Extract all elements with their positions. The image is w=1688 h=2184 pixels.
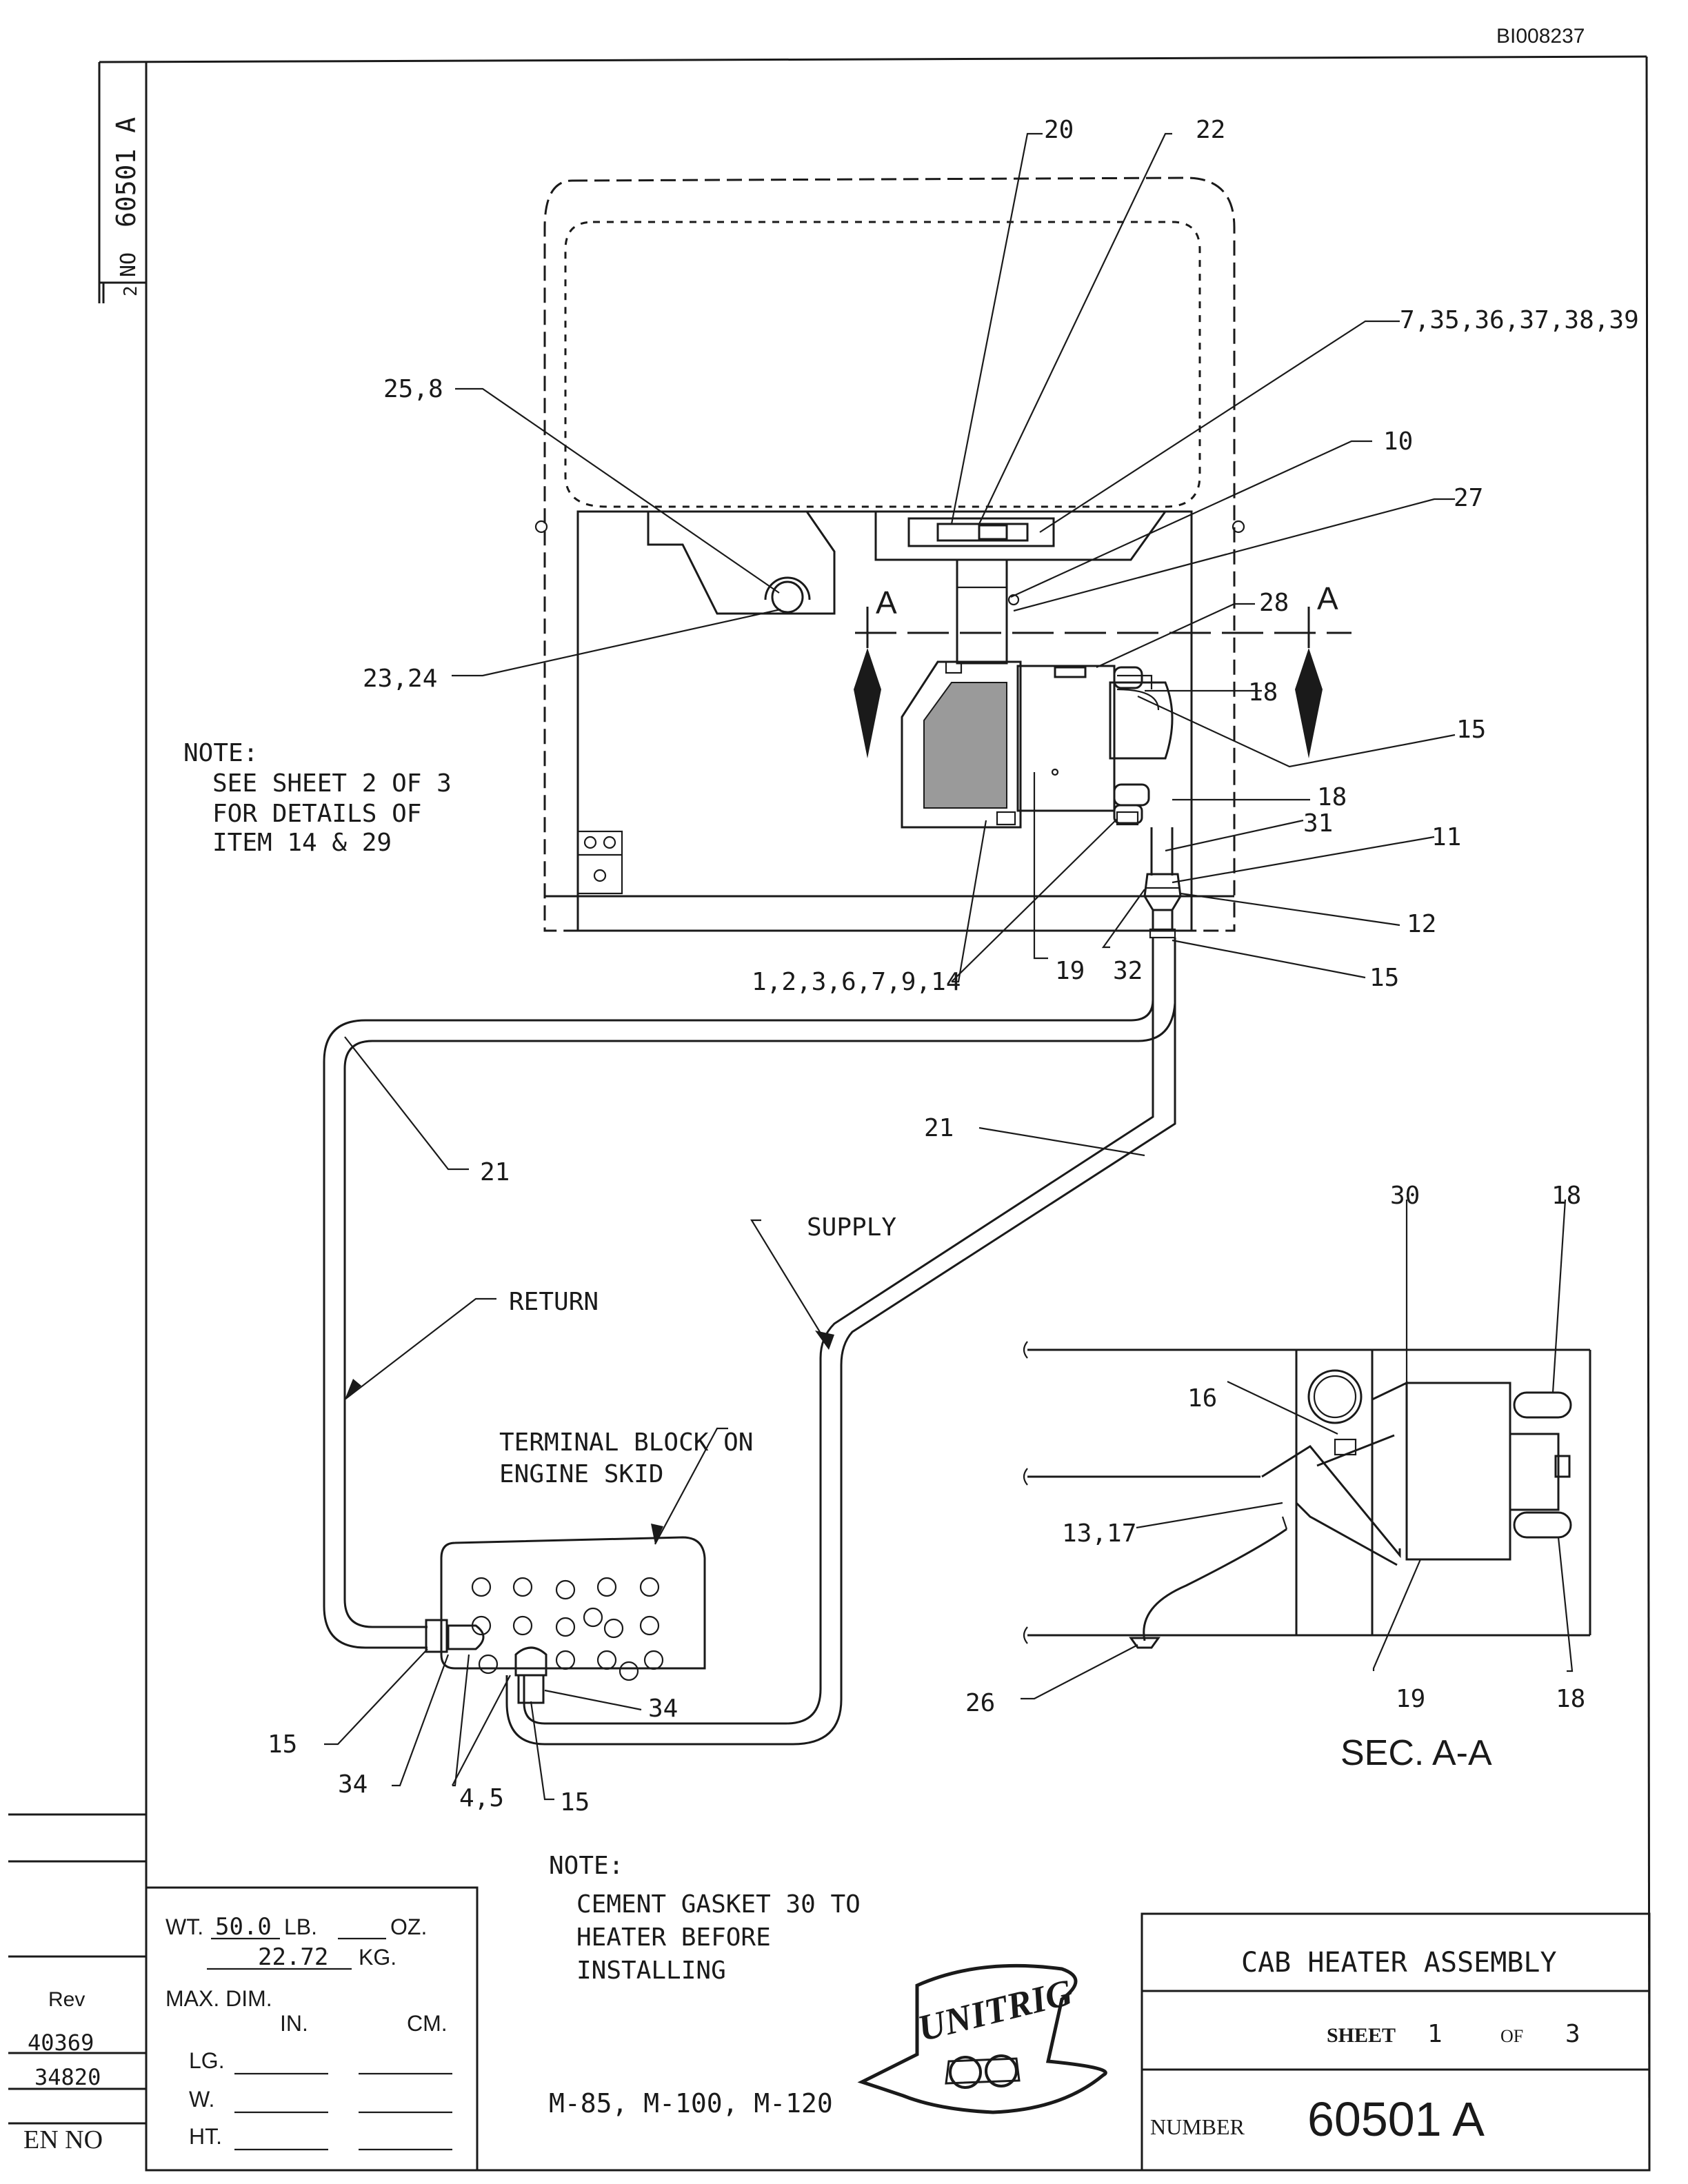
callout-15a: 15 xyxy=(1456,716,1486,744)
of-label: OF xyxy=(1500,2026,1523,2046)
section-a-a-view xyxy=(1023,1341,1591,1649)
en-no-label: EN NO xyxy=(23,2125,103,2154)
section-mark-left: A xyxy=(876,585,897,620)
callout-18a: 18 xyxy=(1248,678,1278,707)
callout-34b: 34 xyxy=(648,1695,678,1723)
note-gasket: NOTE: CEMENT GASKET 30 TO HEATER BEFORE … xyxy=(549,1852,861,1985)
supply-label: SUPPLY xyxy=(807,1213,896,1242)
document-id: BI008237 xyxy=(1496,25,1585,48)
ht-label: HT. xyxy=(189,2124,222,2149)
callout-23-24: 23,24 xyxy=(363,665,437,693)
hoses xyxy=(323,938,1176,1746)
note1-line3: ITEM 14 & 29 xyxy=(212,829,392,857)
kg-label: KG. xyxy=(359,1945,396,1970)
revision-block: Rev 40369 34820 EN NO xyxy=(8,1813,146,2154)
callout-26: 26 xyxy=(965,1689,995,1717)
callout-20: 20 xyxy=(1044,116,1074,144)
note1-line1: SEE SHEET 2 OF 3 xyxy=(212,769,452,798)
hose-labels: SUPPLY RETURN TERMINAL BLOCK ON ENGINE S… xyxy=(499,1213,896,1488)
note1-line2: FOR DETAILS OF xyxy=(212,800,421,828)
in-label: IN. xyxy=(280,2011,308,2036)
side-tab-sheet-digit: 2 xyxy=(121,285,141,296)
callout-7-35-39: 7,35,36,37,38,39 xyxy=(1400,306,1639,334)
cm-label: CM. xyxy=(407,2011,448,2036)
callout-16: 16 xyxy=(1187,1384,1217,1413)
rev-label: Rev xyxy=(48,1988,85,2011)
label-arrows xyxy=(345,1331,834,1544)
lg-label: LG. xyxy=(189,2048,225,2073)
wt-lb: 50.0 xyxy=(215,1913,272,1941)
note2-line1: CEMENT GASKET 30 TO xyxy=(576,1890,861,1919)
callout-21a: 21 xyxy=(924,1114,954,1142)
title-block: CAB HEATER ASSEMBLY SHEET 1 OF 3 NUMBER … xyxy=(1141,1912,1651,2172)
callout-11: 11 xyxy=(1431,823,1461,851)
callout-28: 28 xyxy=(1259,589,1289,617)
callout-18c: 18 xyxy=(1551,1182,1581,1210)
callout-22: 22 xyxy=(1196,116,1225,144)
terminal-label-1: TERMINAL BLOCK ON xyxy=(499,1428,753,1457)
weight-block: WT. 50.0 LB. OZ. 22.72 KG. MAX. DIM. IN.… xyxy=(145,1886,479,2172)
sheet-label: SHEET xyxy=(1327,2024,1396,2047)
side-tab: 60501 A NO 2 xyxy=(99,117,146,303)
wt-kg: 22.72 xyxy=(258,1943,328,1971)
models: M-85, M-100, M-120 xyxy=(549,2088,833,2119)
oz-label: OZ. xyxy=(390,1914,427,1939)
section-mark-right: A xyxy=(1317,580,1338,616)
callout-10: 10 xyxy=(1383,427,1413,456)
number-label: NUMBER xyxy=(1150,2114,1245,2139)
terminal-block xyxy=(440,1536,706,1704)
sheet-total: 3 xyxy=(1565,2020,1580,2048)
callout-15d: 15 xyxy=(560,1788,590,1817)
callout-25-8: 25,8 xyxy=(383,375,443,403)
sheet-border xyxy=(98,55,1651,2172)
leader-lines xyxy=(324,132,1574,1801)
lb-label: LB. xyxy=(284,1914,317,1939)
callout-12: 12 xyxy=(1407,910,1436,938)
note2-line2: HEATER BEFORE xyxy=(576,1923,771,1952)
note-see-sheet: NOTE: SEE SHEET 2 OF 3 FOR DETAILS OF IT… xyxy=(183,739,452,857)
return-label: RETURN xyxy=(509,1288,599,1316)
sheet-number: 1 xyxy=(1427,2020,1443,2048)
callout-19: 19 xyxy=(1055,957,1085,985)
note2-title: NOTE: xyxy=(549,1852,623,1880)
cab-view: A A xyxy=(534,176,1352,939)
side-tab-number: 60501 A xyxy=(111,117,141,228)
note2-line3: INSTALLING xyxy=(576,1957,726,1985)
callout-30: 30 xyxy=(1390,1182,1420,1210)
callout-21b: 21 xyxy=(480,1158,510,1186)
callouts: 20 22 7,35,36,37,38,39 10 27 25,8 23,24 … xyxy=(268,116,1639,1817)
callout-15c: 15 xyxy=(268,1730,297,1759)
section-title: SEC. A-A xyxy=(1340,1733,1492,1773)
callout-27: 27 xyxy=(1454,484,1483,512)
drawing-title: CAB HEATER ASSEMBLY xyxy=(1241,1947,1557,1979)
rev-entry-1: 40369 xyxy=(28,2030,94,2056)
callout-1-14: 1,2,3,6,7,9,14 xyxy=(752,968,961,996)
maxdim-label: MAX. DIM. xyxy=(165,1986,272,2011)
terminal-label-2: ENGINE SKID xyxy=(499,1460,663,1488)
callout-31: 31 xyxy=(1303,809,1333,838)
callout-18b: 18 xyxy=(1317,783,1347,811)
drawing-number: 60501 A xyxy=(1307,2092,1485,2146)
rev-entry-2: 34820 xyxy=(34,2064,101,2090)
wt-label: WT. xyxy=(165,1914,203,1939)
note1-title: NOTE: xyxy=(183,739,258,767)
callout-34a: 34 xyxy=(338,1770,368,1799)
callout-18d: 18 xyxy=(1556,1685,1585,1713)
callout-19b: 19 xyxy=(1396,1685,1425,1713)
callout-15b: 15 xyxy=(1369,964,1399,992)
side-tab-no: NO xyxy=(117,252,141,277)
unitrig-logo: UNITRIG xyxy=(857,1963,1107,2114)
w-label: W. xyxy=(189,2087,214,2112)
callout-4-5: 4,5 xyxy=(459,1784,504,1812)
callout-13-17: 13,17 xyxy=(1062,1519,1136,1548)
callout-32: 32 xyxy=(1113,957,1143,985)
